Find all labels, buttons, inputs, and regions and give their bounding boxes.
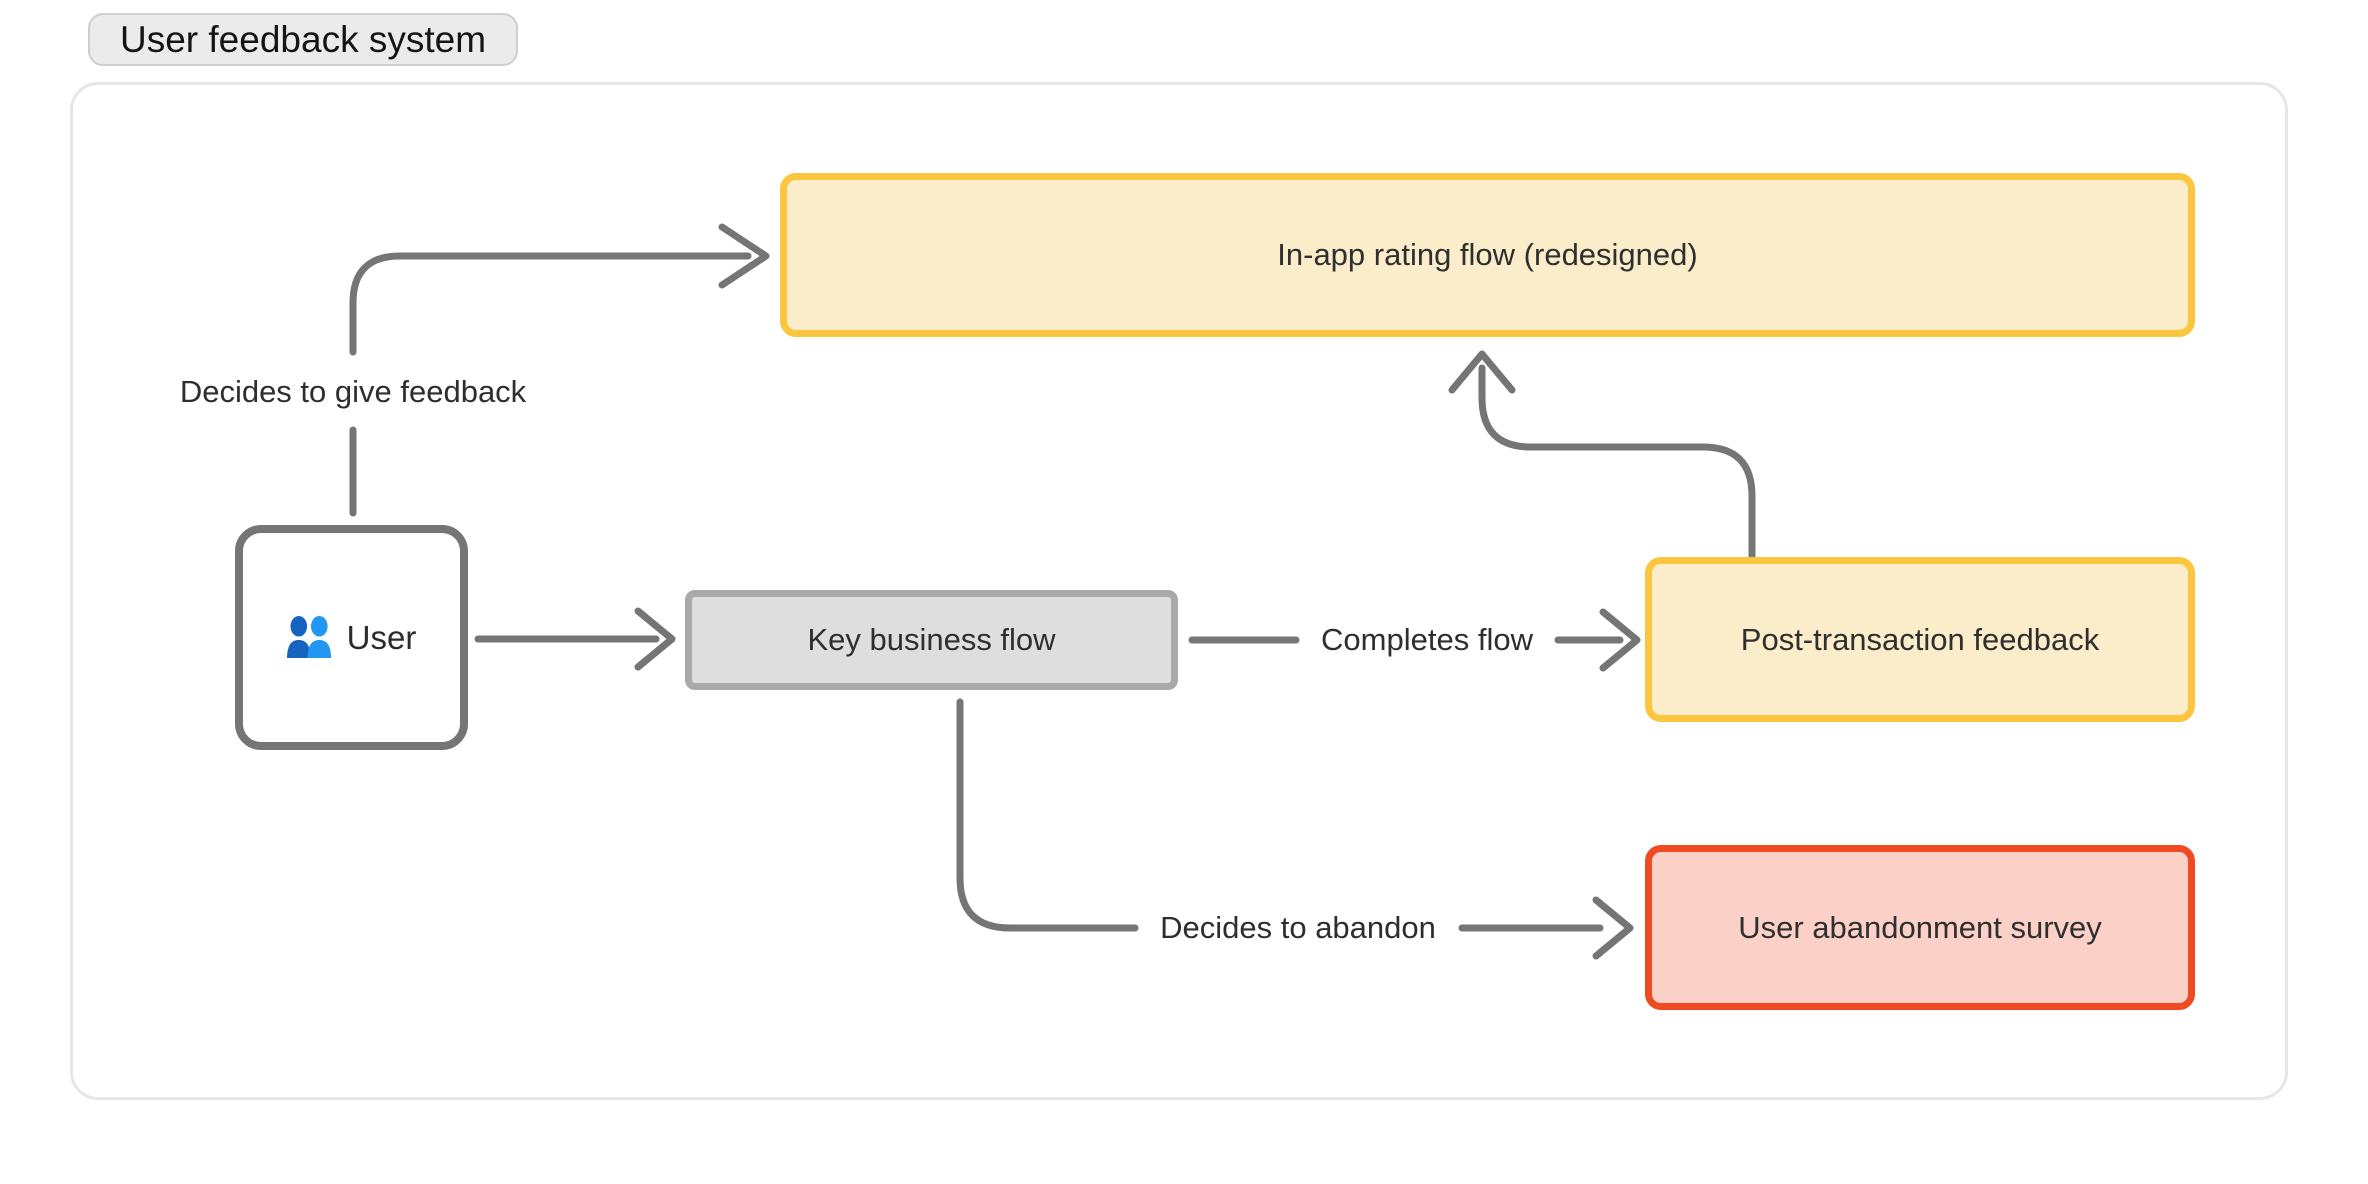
edge-label-decides-to-abandon: Decides to abandon	[1160, 910, 1436, 945]
node-label: User	[346, 618, 417, 656]
node-label: In-app rating flow (redesigned)	[1277, 237, 1698, 272]
node-key-business-flow: Key business flow	[685, 590, 1178, 690]
node-post-transaction-feedback: Post-transaction feedback	[1645, 557, 2195, 722]
node-user-abandonment-survey: User abandonment survey	[1645, 845, 2195, 1010]
node-inapp-rating-flow: In-app rating flow (redesigned)	[780, 173, 2195, 337]
people-icon	[286, 616, 331, 659]
edge-label-completes-flow: Completes flow	[1321, 622, 1533, 657]
node-label: Key business flow	[807, 622, 1056, 657]
node-label: User abandonment survey	[1738, 909, 2102, 945]
edge-label-decides-to-give-feedback: Decides to give feedback	[179, 374, 527, 409]
diagram-title: User feedback system	[88, 13, 519, 66]
node-user: User	[235, 525, 468, 750]
node-label: Post-transaction feedback	[1740, 621, 2100, 657]
